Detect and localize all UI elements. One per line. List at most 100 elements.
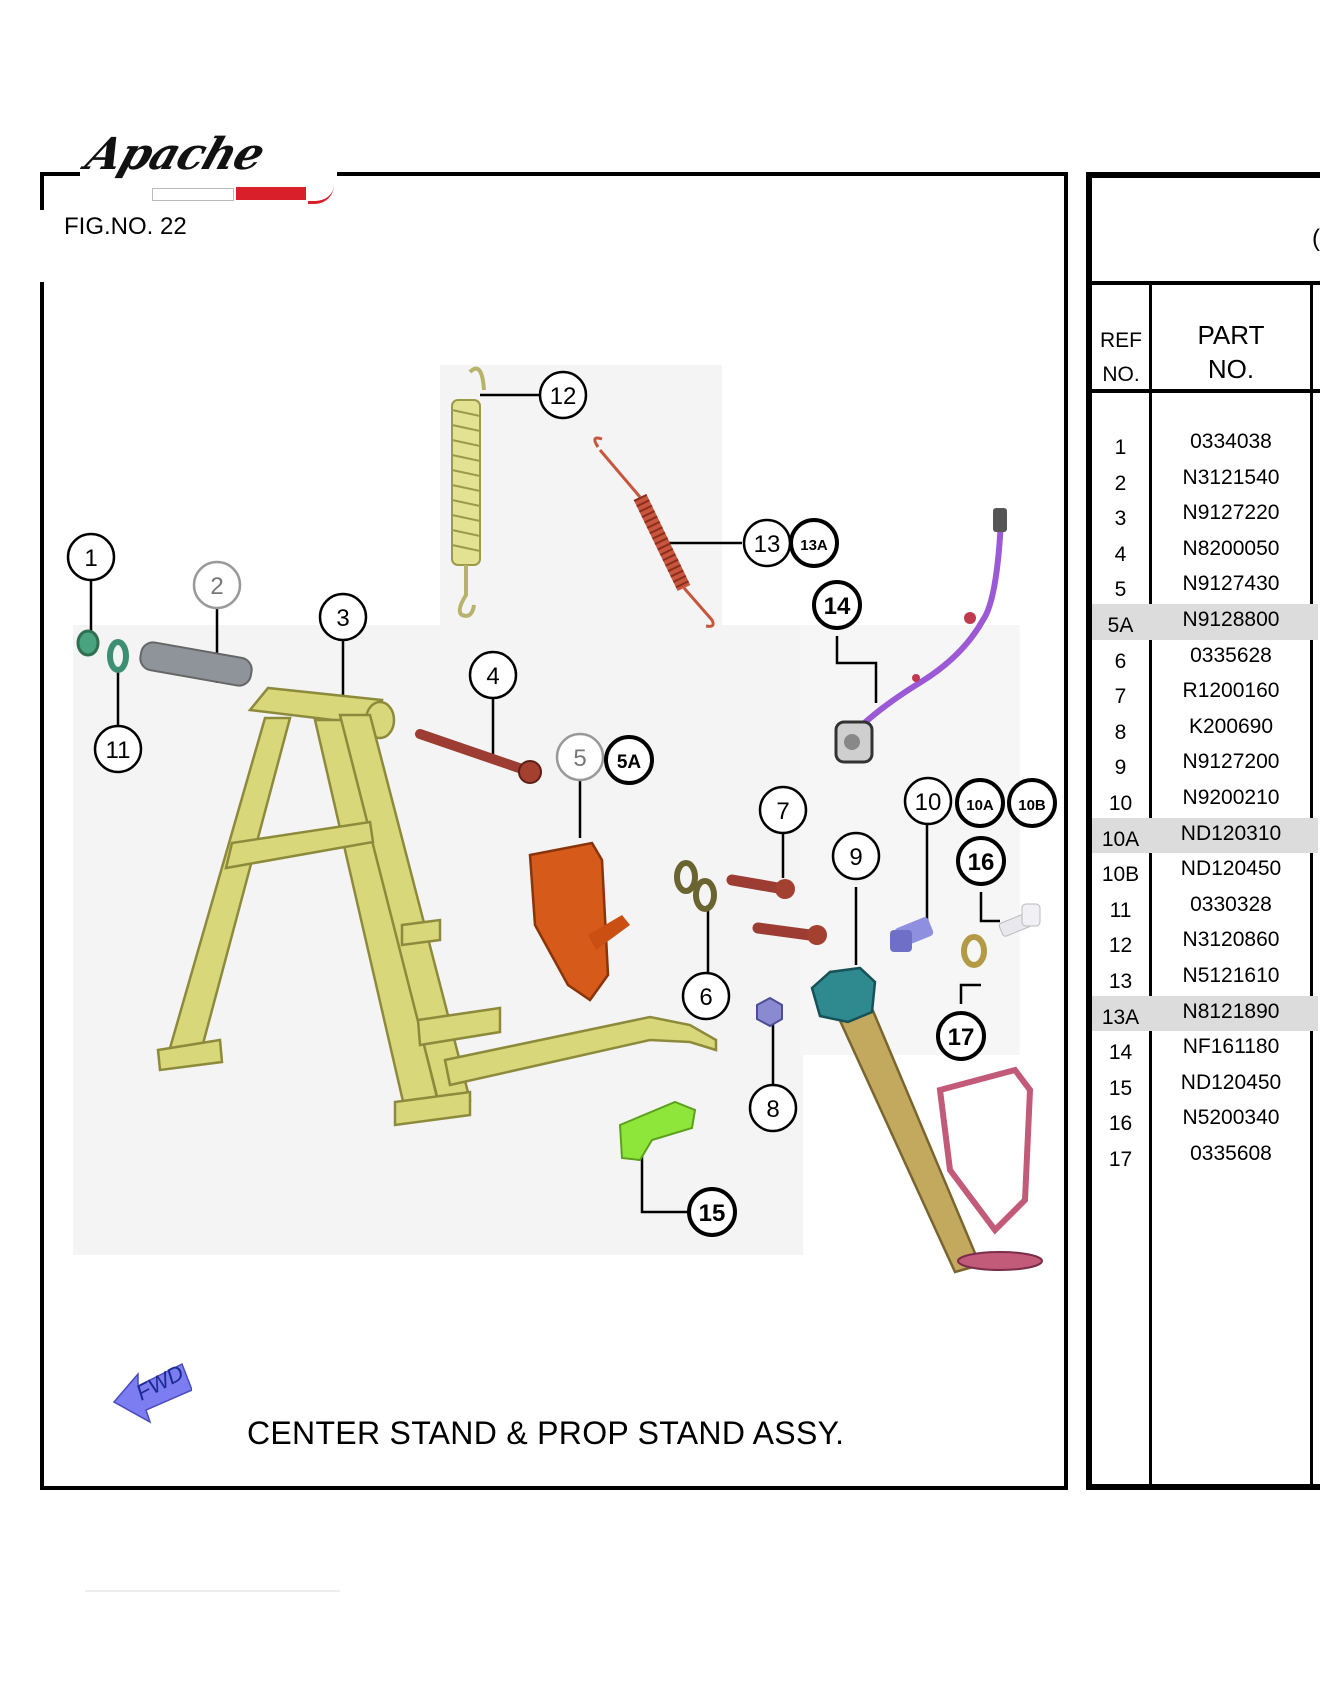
- svg-text:11: 11: [106, 737, 131, 764]
- svg-text:14: 14: [824, 593, 851, 620]
- bottom-mark: [85, 1590, 340, 1592]
- svg-text:12: 12: [550, 383, 577, 410]
- ref-no-cell: 10B: [1101, 863, 1140, 887]
- svg-text:7: 7: [776, 798, 789, 825]
- table-row: 9 N9127200: [1092, 746, 1318, 782]
- part-no-cell: N9128800: [1182, 607, 1280, 631]
- logo-script: Apache: [79, 129, 271, 180]
- svg-text:4: 4: [486, 663, 499, 690]
- ref-no-cell: 6: [1114, 649, 1127, 673]
- table-row: 8 K200690: [1092, 711, 1318, 747]
- callout-11: 11: [93, 724, 143, 774]
- callout-10b: 10B: [1007, 778, 1057, 828]
- spring-13: [593, 436, 715, 628]
- table-row: 13 N5121610: [1092, 960, 1318, 996]
- logo-rtr-mark: [152, 188, 234, 201]
- callout-4: 4: [468, 650, 518, 700]
- ref-no-cell: 9: [1114, 756, 1127, 780]
- bolt-10: [890, 917, 934, 952]
- part-no-header: PART NO.: [1152, 318, 1310, 386]
- callout-15: 15: [687, 1187, 737, 1237]
- washer-6b: [693, 878, 717, 912]
- svg-text:10: 10: [915, 789, 942, 816]
- part-no-cell: K200690: [1188, 714, 1274, 738]
- table-row: 13A N8121890: [1092, 995, 1318, 1032]
- ref-no-cell: 14: [1108, 1041, 1133, 1065]
- ref-no-cell: 11: [1109, 898, 1132, 922]
- svg-text:10B: 10B: [1018, 797, 1046, 814]
- svg-text:9: 9: [849, 844, 862, 871]
- part-no-cell: N9127220: [1182, 501, 1280, 525]
- table-column-divider-2: [1310, 283, 1313, 1490]
- callout-9: 9: [831, 831, 881, 881]
- ref-no-cell: 2: [1114, 471, 1127, 495]
- ref-no-cell: 1: [1114, 436, 1127, 459]
- callout-12: 12: [538, 370, 588, 420]
- part-no-cell: 0335628: [1190, 643, 1272, 667]
- callout-5a: 5A: [604, 735, 654, 785]
- plain-callouts: 1 2 3 4 5 6 7 8 9 10 11 12 13: [66, 370, 953, 1133]
- ref-no-header: REF NO.: [1096, 324, 1146, 392]
- svg-text:17: 17: [948, 1024, 975, 1051]
- part-no-cell: N3121540: [1182, 465, 1280, 489]
- part-no-cell: 0334038: [1190, 430, 1272, 453]
- ref-no-cell: 13: [1108, 969, 1133, 993]
- callout-7: 7: [758, 785, 808, 835]
- frame-gap: [36, 210, 48, 282]
- ref-no-cell: 17: [1108, 1147, 1133, 1171]
- ref-no-cell: 13A: [1101, 1005, 1140, 1029]
- table-row: 10B ND120450: [1092, 853, 1318, 889]
- ref-no-cell: 3: [1114, 507, 1127, 531]
- bracket-5: [528, 841, 630, 1002]
- forward-arrow-icon: [112, 1362, 192, 1424]
- callout-2: 2: [192, 560, 242, 610]
- table-row: 3 N9127220: [1092, 497, 1318, 533]
- sensor-wire-14: [834, 508, 1007, 764]
- svg-text:16: 16: [968, 849, 995, 876]
- svg-text:10A: 10A: [966, 797, 994, 814]
- part-no-cell: R1200160: [1182, 679, 1280, 703]
- table-column-divider: [1149, 283, 1152, 1490]
- bolts-7: [726, 874, 827, 945]
- part-no-cell: N9127200: [1182, 750, 1280, 774]
- assembly-caption: CENTER STAND & PROP STAND ASSY.: [247, 1415, 845, 1451]
- svg-text:2: 2: [210, 573, 223, 600]
- center-stand-3: [156, 686, 718, 1127]
- diagram-frame: [40, 172, 1068, 1490]
- apache-logo: Apache: [80, 129, 337, 207]
- svg-text:6: 6: [699, 984, 712, 1011]
- ref-header-line1: REF: [1100, 329, 1142, 352]
- part-no-cell: 0335608: [1190, 1141, 1272, 1165]
- ref-no-cell: 16: [1108, 1112, 1133, 1136]
- callout-13: 13: [742, 518, 792, 568]
- spring-12: [451, 366, 486, 618]
- svg-text:5A: 5A: [617, 752, 642, 773]
- stopper-15: [618, 1100, 697, 1162]
- ref-no-cell: 5: [1114, 578, 1127, 602]
- ref-no-cell: 4: [1114, 542, 1127, 566]
- svg-text:1: 1: [84, 545, 97, 572]
- part-no-cell: ND120450: [1180, 857, 1282, 881]
- part-no-cell: N8121890: [1182, 999, 1280, 1023]
- svg-text:3: 3: [336, 605, 349, 632]
- part-no-cell: N3120860: [1182, 928, 1280, 952]
- ref-no-cell: 10A: [1101, 827, 1140, 851]
- callout-13a: 13A: [789, 518, 839, 568]
- svg-text:13: 13: [754, 531, 781, 558]
- svg-text:5: 5: [573, 745, 586, 772]
- logo-red-bar: [236, 187, 306, 200]
- bolt-4: [415, 729, 542, 784]
- svg-text:15: 15: [699, 1200, 726, 1227]
- part-no-cell: N5121610: [1182, 963, 1280, 987]
- nut-8: [756, 996, 783, 1028]
- figure-number: FIG.NO. 22: [64, 213, 187, 240]
- table-row: 17 0335608: [1092, 1138, 1318, 1174]
- ref-no-cell: 8: [1114, 720, 1127, 744]
- logo-swoosh: [308, 185, 334, 204]
